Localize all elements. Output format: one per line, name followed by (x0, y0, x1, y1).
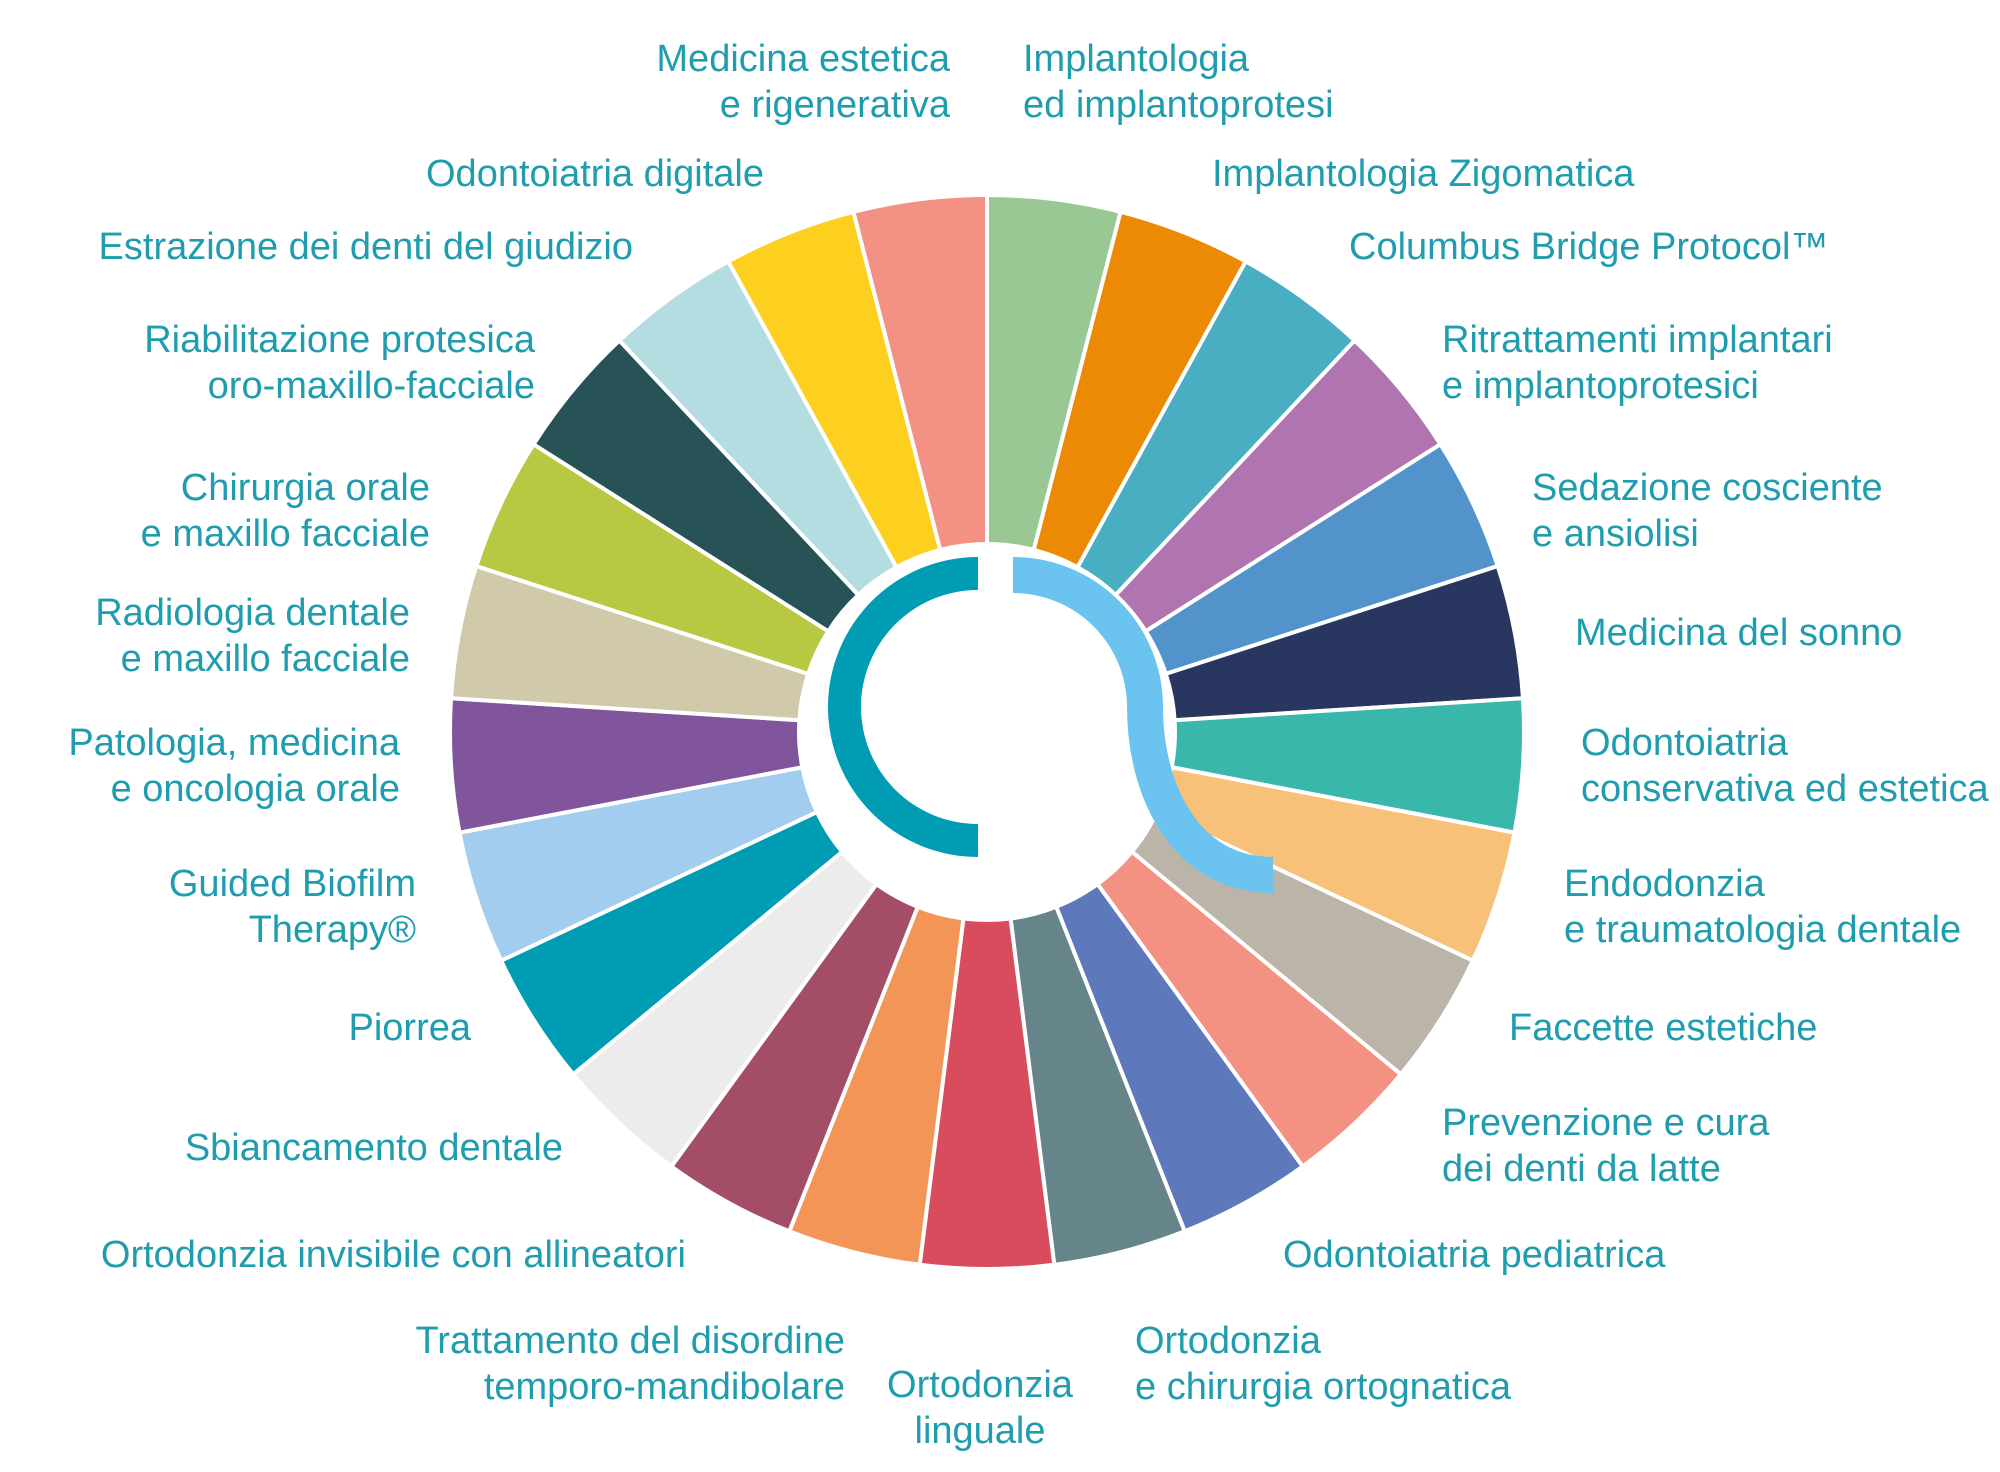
segment-label-line: Odontoiatria (1581, 722, 1789, 764)
segment-label-line: Patologia, medicina (68, 722, 401, 764)
segment-label-line: dei denti da latte (1442, 1148, 1721, 1190)
segment-label-line: Ritrattamenti implantari (1442, 319, 1833, 361)
segment-label-line: Columbus Bridge Protocol™ (1349, 226, 1828, 268)
segment-label-line: Odontoiatria pediatrica (1283, 1234, 1666, 1276)
segment-label-line: Implantologia Zigomatica (1212, 153, 1635, 195)
segment-label-line: Medicina del sonno (1575, 612, 1902, 654)
segment-label-line: Ortodonzia (1135, 1320, 1322, 1362)
segment-label: Odontoiatria pediatrica (1283, 1234, 1666, 1276)
segment-ring (448, 192, 1526, 1271)
segment-label-line: e rigenerativa (720, 84, 951, 126)
segment-label-line: e maxillo facciale (141, 513, 430, 555)
segment-label-line: e maxillo facciale (121, 638, 410, 680)
segment-label-line: oro-maxillo-facciale (208, 365, 535, 407)
segment-label-line: e chirurgia ortognatica (1135, 1366, 1512, 1408)
segment-label-line: linguale (915, 1410, 1046, 1452)
segment-label-line: Sedazione cosciente (1532, 467, 1883, 509)
segment-label-line: e traumatologia dentale (1564, 909, 1961, 951)
segment-label-line: Riabilitazione protesica (144, 319, 536, 361)
ring-segment (851, 192, 989, 553)
clinic-logo (828, 557, 1274, 893)
segment-label-line: Ortodonzia (887, 1364, 1074, 1406)
segment-label-line: Estrazione dei denti del giudizio (99, 226, 633, 268)
segment-label: Estrazione dei denti del giudizio (99, 226, 633, 268)
segment-label-line: Trattamento del disordine (416, 1320, 846, 1362)
segment-label-line: temporo-mandibolare (484, 1366, 845, 1408)
segment-label-line: Odontoiatria digitale (426, 153, 764, 195)
segment-label-line: Therapy® (249, 909, 416, 951)
segment-label-line: ed implantoprotesi (1023, 84, 1334, 126)
segment-label-line: Sbiancamento dentale (185, 1127, 563, 1169)
segment-label-line: Guided Biofilm (169, 863, 416, 905)
segment-label-line: Implantologia (1023, 38, 1250, 80)
segment-label-line: Radiologia dentale (95, 592, 410, 634)
segment-label: Sbiancamento dentale (185, 1127, 563, 1169)
segment-label-line: Faccette estetiche (1509, 1007, 1817, 1049)
segment-label-line: e ansiolisi (1532, 513, 1699, 555)
segment-label: Medicina del sonno (1575, 612, 1902, 654)
segment-label-line: Medicina estetica (656, 38, 950, 80)
segment-label-line: Prevenzione e cura (1442, 1102, 1770, 1144)
segment-label-line: e oncologia orale (111, 768, 400, 810)
segment-label-line: conservativa ed estetica (1581, 768, 1990, 810)
segment-label: Columbus Bridge Protocol™ (1349, 226, 1828, 268)
segment-label: Implantologia Zigomatica (1212, 153, 1635, 195)
segment-label: Piorrea (349, 1007, 472, 1049)
segment-label-line: Endodonzia (1564, 863, 1766, 905)
segment-label: Faccette estetiche (1509, 1007, 1817, 1049)
segment-label-line: Ortodonzia invisibile con allineatori (101, 1234, 686, 1276)
segment-label: Ortodonzia invisibile con allineatori (101, 1234, 686, 1276)
segment-label-line: Chirurgia orale (181, 467, 430, 509)
segment-label: Odontoiatria digitale (426, 153, 764, 195)
logo-left-arc-icon (828, 557, 978, 857)
segment-label-line: e implantoprotesici (1442, 365, 1759, 407)
logo-right-alpha-icon (1012, 557, 1274, 893)
segment-label-line: Piorrea (349, 1007, 472, 1049)
